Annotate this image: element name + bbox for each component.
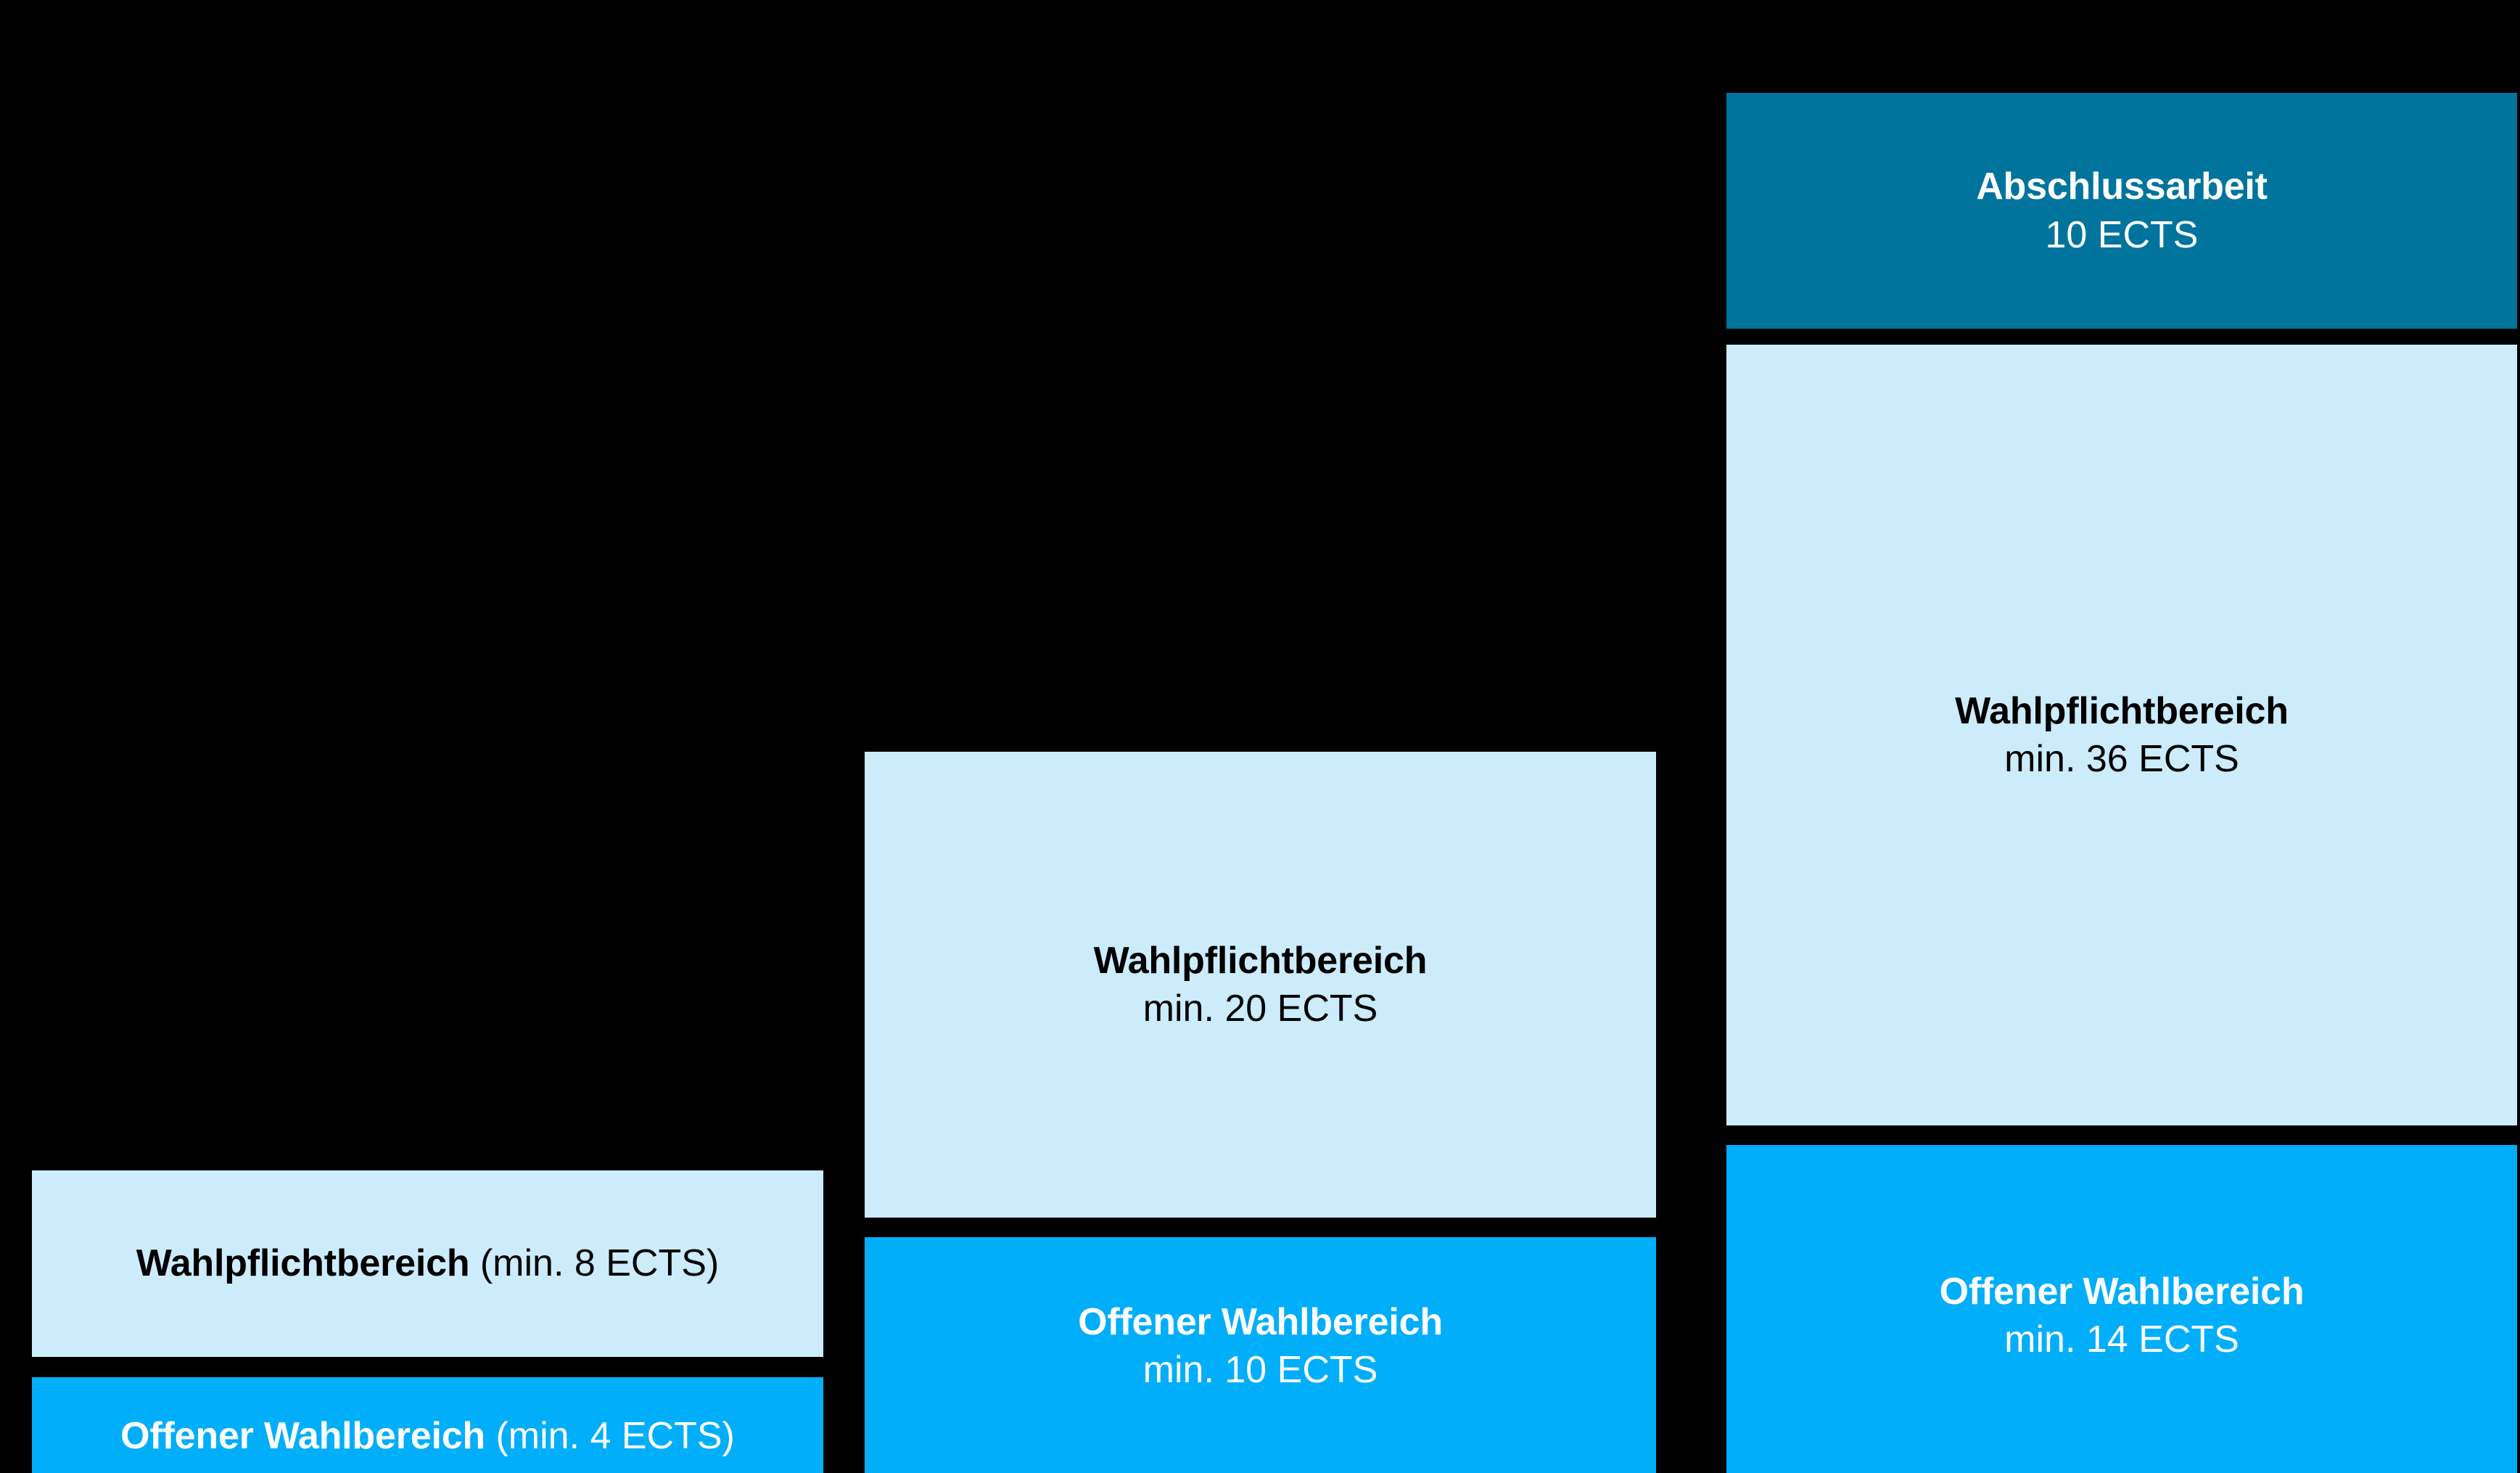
block-title: Offener Wahlbereich — [1078, 1301, 1443, 1343]
block-label-line: Offener Wahlbereich (min. 4 ECTS) — [120, 1415, 735, 1457]
block-subtitle: min. 20 ECTS — [1142, 988, 1378, 1030]
block-subtitle: min. 10 ECTS — [1142, 1349, 1378, 1392]
block-title: Wahlpflichtbereich — [136, 1242, 470, 1285]
block-right-abschlussarbeit: Abschlussarbeit 10 ECTS — [1726, 93, 2517, 329]
block-label-line: Wahlpflichtbereich (min. 8 ECTS) — [136, 1242, 719, 1284]
block-middle-wahlpflichtbereich: Wahlpflichtbereich min. 20 ECTS — [865, 752, 1656, 1218]
block-middle-offener-wahlbereich: Offener Wahlbereich min. 10 ECTS — [865, 1237, 1656, 1473]
block-title: Wahlpflichtbereich — [1955, 689, 2289, 732]
block-title: Offener Wahlbereich — [1939, 1271, 2305, 1313]
block-right-wahlpflichtbereich: Wahlpflichtbereich min. 36 ECTS — [1726, 345, 2517, 1125]
block-title: Wahlpflichtbereich — [1093, 939, 1428, 982]
block-subtitle: 10 ECTS — [2045, 213, 2199, 256]
block-subtitle: min. 36 ECTS — [2004, 738, 2239, 780]
block-title: Abschlussarbeit — [1976, 165, 2268, 208]
block-left-wahlpflichtbereich: Wahlpflichtbereich (min. 8 ECTS) — [32, 1170, 823, 1357]
block-subtitle: (min. 4 ECTS) — [485, 1415, 735, 1457]
block-subtitle: min. 14 ECTS — [2004, 1318, 2239, 1361]
block-title: Offener Wahlbereich — [120, 1415, 485, 1457]
block-subtitle: (min. 8 ECTS) — [469, 1242, 720, 1285]
block-right-offener-wahlbereich: Offener Wahlbereich min. 14 ECTS — [1726, 1145, 2517, 1473]
block-left-offener-wahlbereich: Offener Wahlbereich (min. 4 ECTS) — [32, 1377, 823, 1473]
